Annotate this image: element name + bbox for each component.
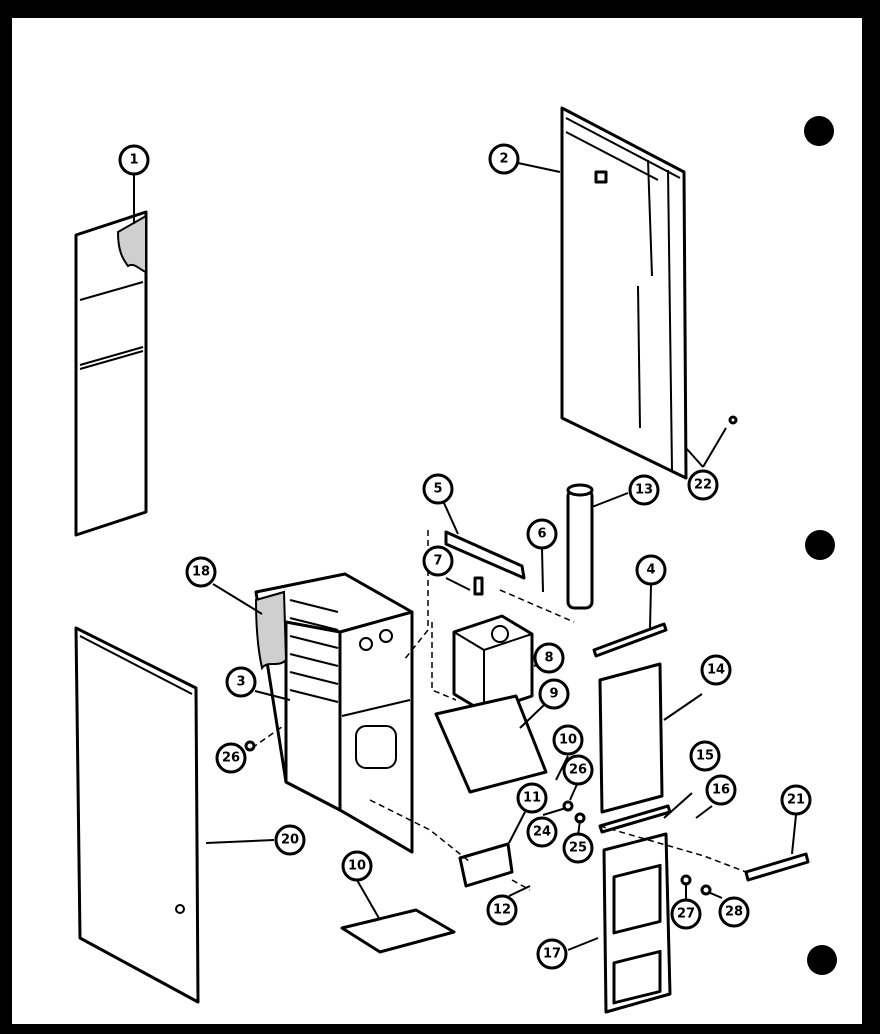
svg-text:14: 14 [707,663,725,678]
callout-20: 20 [274,824,306,856]
svg-text:4: 4 [646,563,655,578]
callout-4: 4 [635,554,667,586]
svg-text:27: 27 [677,907,695,922]
callout-10-alt: 10 [341,850,373,882]
callout-26: 26 [562,754,594,786]
callout-21: 21 [780,784,812,816]
callout-16: 16 [705,774,737,806]
callout-7: 7 [422,545,454,577]
callout-28: 28 [718,896,750,928]
svg-text:24: 24 [533,825,551,840]
callout-25: 25 [562,832,594,864]
svg-text:26: 26 [222,751,240,766]
part-18-insulation [254,590,288,671]
callout-26-left: 26 [215,742,247,774]
part-5-bracket [444,530,526,580]
callout-22: 22 [687,469,719,501]
callout-27: 27 [670,898,702,930]
callout-14: 14 [700,654,732,686]
svg-text:5: 5 [433,482,442,497]
part-17-grille-panel [602,832,672,1014]
svg-text:9: 9 [549,687,558,702]
svg-text:17: 17 [543,947,561,962]
svg-text:12: 12 [493,903,511,918]
callout-1: 1 [118,144,150,176]
binder-hole-top [804,116,834,146]
part-2-panel [560,106,688,480]
part-1-panel [74,210,148,537]
heat-exchanger-fins [289,599,339,703]
svg-text:26: 26 [569,763,587,778]
callout-12: 12 [486,894,518,926]
svg-text:16: 16 [712,783,730,798]
part-27-fastener [680,874,692,886]
callout-15: 15 [689,740,721,772]
callout-2: 2 [488,143,520,175]
callout-13: 13 [628,474,660,506]
part-7-fitting [473,576,484,596]
svg-text:21: 21 [787,793,805,808]
svg-text:6: 6 [537,527,546,542]
svg-text:1: 1 [129,153,138,168]
part-3-heat-exchanger [254,572,414,854]
svg-text:10: 10 [559,733,577,748]
callout-24: 24 [526,816,558,848]
svg-text:7: 7 [433,554,442,569]
callout-17: 17 [536,938,568,970]
svg-text:22: 22 [694,478,712,493]
callout-18: 18 [185,556,217,588]
part-20-door-panel [74,626,200,1004]
part-22-screw [728,415,738,425]
leader-lines [133,162,797,951]
part-13-cylinder [566,483,594,610]
svg-text:18: 18 [192,565,210,580]
part-19-base-tray [340,908,456,954]
svg-text:25: 25 [569,841,587,856]
callout-11: 11 [516,782,548,814]
callout-3: 3 [225,666,257,698]
part-21-bar [744,852,810,882]
svg-text:11: 11 [523,791,541,806]
part-11-bracket [458,842,514,888]
svg-text:2: 2 [499,152,508,167]
callout-8: 8 [533,642,565,674]
svg-text:10: 10 [348,859,366,874]
part-26-fastener-left [244,740,256,752]
callout-9: 9 [538,678,570,710]
svg-text:28: 28 [725,905,743,920]
svg-text:8: 8 [544,651,553,666]
part-8-blower-housing [452,576,534,714]
assembly-lines [251,530,747,891]
part-14-filter [598,662,664,814]
binder-hole-middle [805,530,835,560]
callout-5: 5 [422,473,454,505]
svg-text:15: 15 [696,749,714,764]
svg-text:3: 3 [236,675,245,690]
binder-hole-bottom [807,945,837,975]
part-4-rod [592,622,668,658]
svg-text:20: 20 [281,833,299,848]
part-9-tray [434,694,548,794]
callout-6: 6 [526,518,558,550]
svg-text:13: 13 [635,483,653,498]
callout-10: 10 [552,724,584,756]
